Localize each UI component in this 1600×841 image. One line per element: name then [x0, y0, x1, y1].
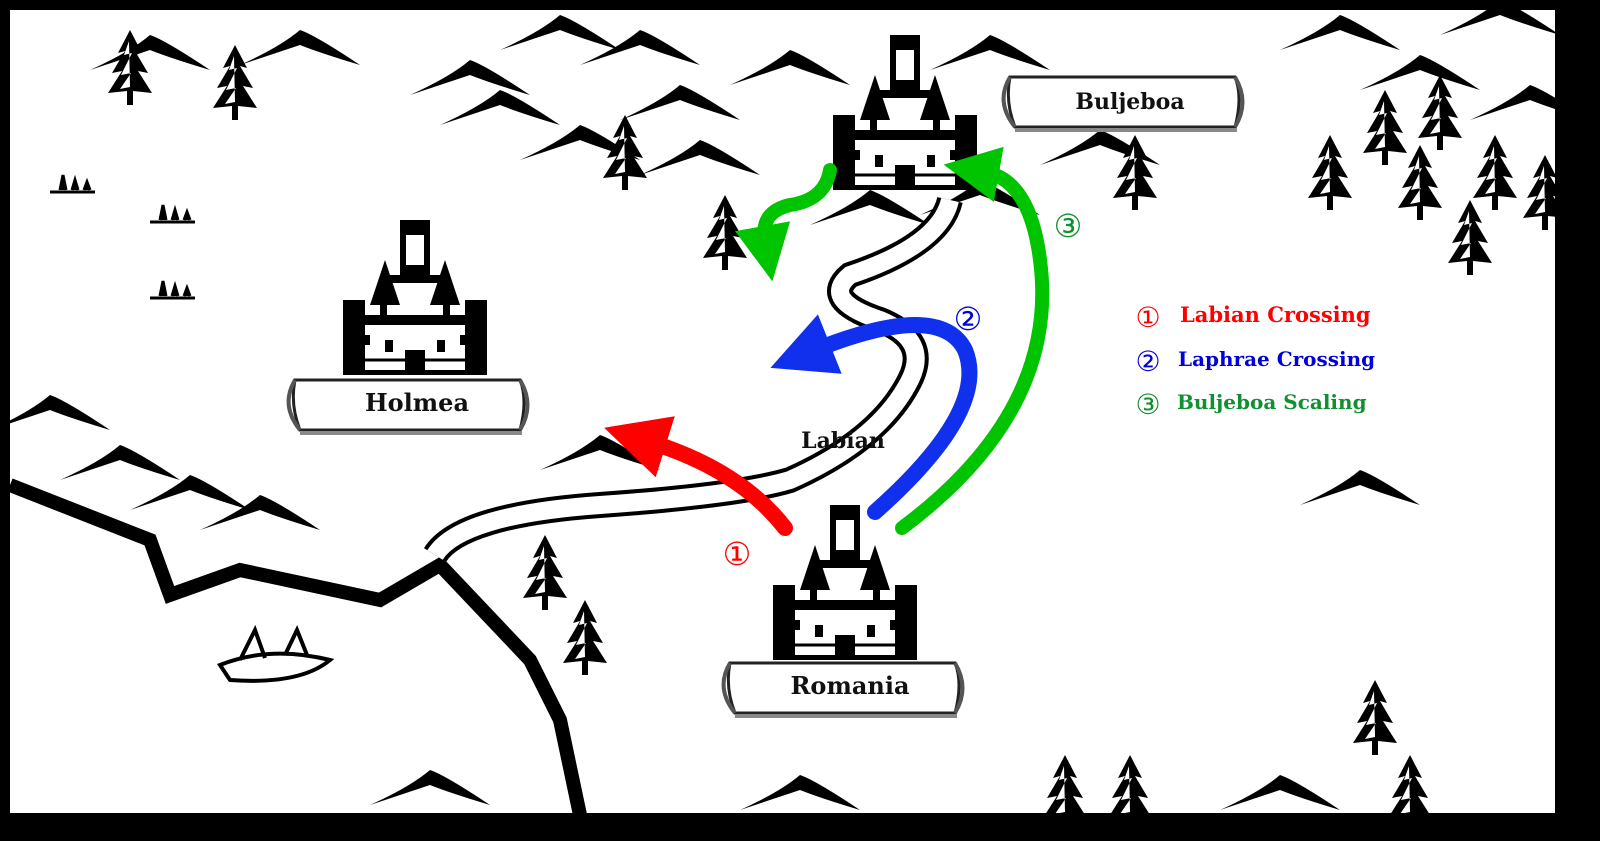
- holmea-label: Holmea: [365, 388, 469, 417]
- marsh-marks: [50, 174, 335, 683]
- route-3-marker: ③: [1054, 207, 1083, 245]
- route-3-descent-arrow: [734, 163, 837, 282]
- labian-river: [423, 196, 963, 563]
- route-1-marker: ①: [723, 535, 752, 573]
- legend-marker-3: ③: [1135, 388, 1160, 421]
- route-3-arrow: [895, 146, 1050, 535]
- river-label: Labian: [801, 428, 885, 454]
- legend-marker-2: ②: [1135, 345, 1160, 378]
- buljeboa-label: Buljeboa: [1075, 89, 1184, 115]
- route-1-arrow: [604, 416, 793, 536]
- legend-label-1: Labian Crossing: [1180, 302, 1371, 327]
- legend: ① Labian Crossing ② Laphrae Crossing ③ B…: [1135, 301, 1375, 421]
- romania-label: Romania: [790, 671, 909, 700]
- legend-label-2: Laphrae Crossing: [1178, 347, 1375, 371]
- legend-label-3: Buljeboa Scaling: [1177, 390, 1367, 414]
- border-line: [7, 478, 587, 817]
- route-2-arrow: [770, 314, 978, 520]
- route-2-marker: ②: [954, 300, 983, 338]
- legend-marker-1: ①: [1135, 301, 1160, 334]
